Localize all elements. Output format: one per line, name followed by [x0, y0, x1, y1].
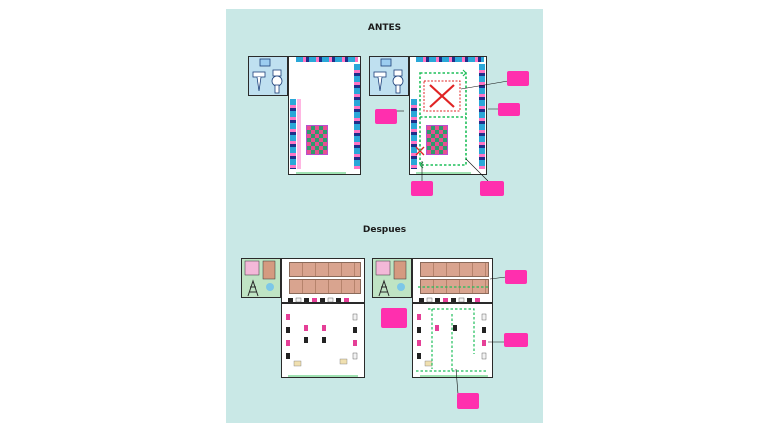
wall-decor-left-2	[411, 99, 417, 169]
title-before: ANTES	[367, 23, 402, 33]
note-before-3	[375, 109, 397, 124]
title-after: Despues	[362, 225, 407, 235]
note-after-2	[381, 308, 407, 328]
play-mat	[306, 125, 328, 155]
bath-fixtures-2	[373, 58, 404, 94]
wall-decor-left	[290, 99, 296, 169]
note-after-3	[504, 333, 528, 347]
wall-decor-top	[296, 57, 358, 62]
pink-wall	[297, 99, 301, 169]
seating-right	[417, 297, 487, 367]
wall-decor-top-2	[416, 57, 484, 62]
room-before-right	[409, 56, 487, 175]
wall-decor-right-2	[479, 64, 485, 169]
bath-fixtures-1	[252, 58, 283, 94]
note-before-2	[498, 103, 520, 116]
bath-after-fixtures-1	[244, 260, 276, 297]
wall-decor-right	[354, 64, 360, 169]
blocked-zone	[423, 80, 461, 112]
leader-lines-before	[397, 80, 509, 182]
note-before-5	[480, 181, 504, 196]
play-mat-2	[426, 125, 448, 155]
note-after-4	[457, 393, 479, 409]
slide: ANTES Despues	[226, 9, 543, 423]
note-before-1	[507, 71, 529, 86]
bath-after-fixtures-2	[375, 260, 407, 297]
shelf-row-3	[420, 262, 489, 277]
note-before-4	[411, 181, 433, 196]
circulation-after	[416, 286, 488, 372]
shelf-row-1	[289, 262, 361, 277]
cross-icon	[429, 84, 455, 108]
shelf-row-2	[289, 279, 361, 294]
plan-drawings	[244, 58, 509, 395]
circulation-path	[419, 72, 467, 166]
seating-left	[286, 297, 358, 377]
note-after-1	[505, 270, 527, 284]
